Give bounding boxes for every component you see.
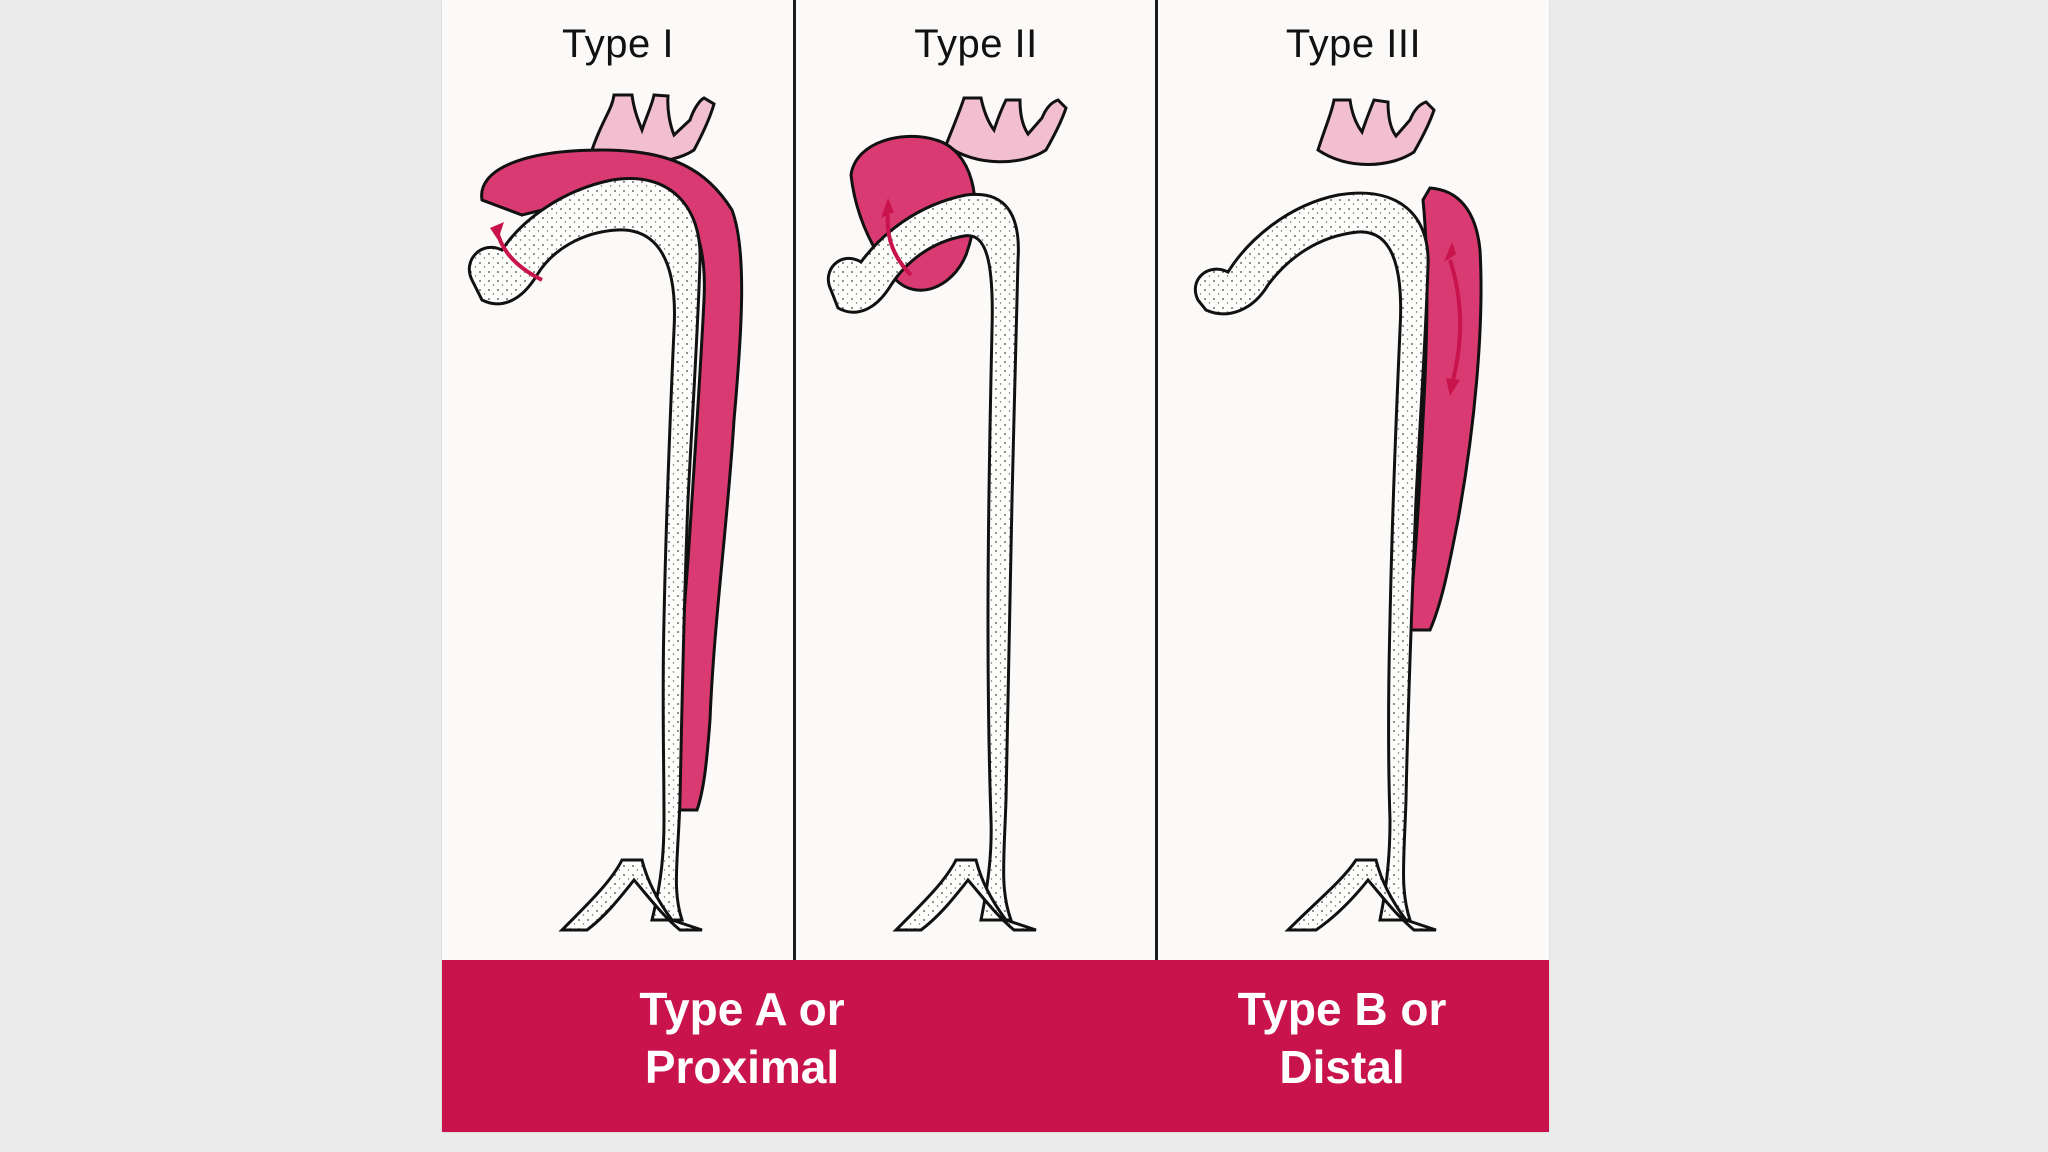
panel-row: Type I (442, 0, 1549, 960)
panel-title: Type I (562, 22, 674, 66)
panel-divider (793, 0, 796, 960)
panel-type-1: Type I (442, 0, 794, 960)
type-b-line-2: Distal (1279, 1041, 1405, 1093)
type-1-aorta-illustration (467, 93, 744, 932)
flow-arrow (1448, 259, 1463, 381)
true-lumen (1193, 191, 1430, 922)
type-a-proximal-label: Type A or Proximal (632, 980, 852, 1096)
iliac-bifurcation (558, 858, 703, 932)
type-b-line-1: Type B or (1237, 983, 1447, 1035)
panel-title: Type II (914, 22, 1038, 66)
branch-vessels (944, 96, 1068, 164)
classification-banner (442, 960, 1549, 1132)
true-lumen (467, 177, 702, 922)
panel-divider (1155, 0, 1158, 960)
type-2-aorta-illustration (826, 96, 1068, 932)
flow-arrow (885, 214, 913, 277)
type-a-line-1: Type A or (639, 983, 845, 1035)
true-lumen (826, 192, 1020, 922)
branch-vessels (590, 93, 716, 164)
false-lumen (1406, 186, 1483, 632)
type-3-aorta-illustration (1193, 98, 1483, 932)
branch-vessels (1316, 98, 1436, 166)
iliac-bifurcation (892, 858, 1037, 932)
aortic-dissection-figure: Type I (442, 0, 1549, 1132)
panel-title: Type III (1285, 22, 1422, 66)
panel-type-3: Type III (1158, 0, 1549, 960)
iliac-bifurcation (1284, 858, 1437, 932)
panel-type-2: Type II (796, 0, 1156, 960)
type-b-distal-label: Type B or Distal (1222, 980, 1462, 1096)
type-a-line-2: Proximal (644, 1041, 840, 1093)
